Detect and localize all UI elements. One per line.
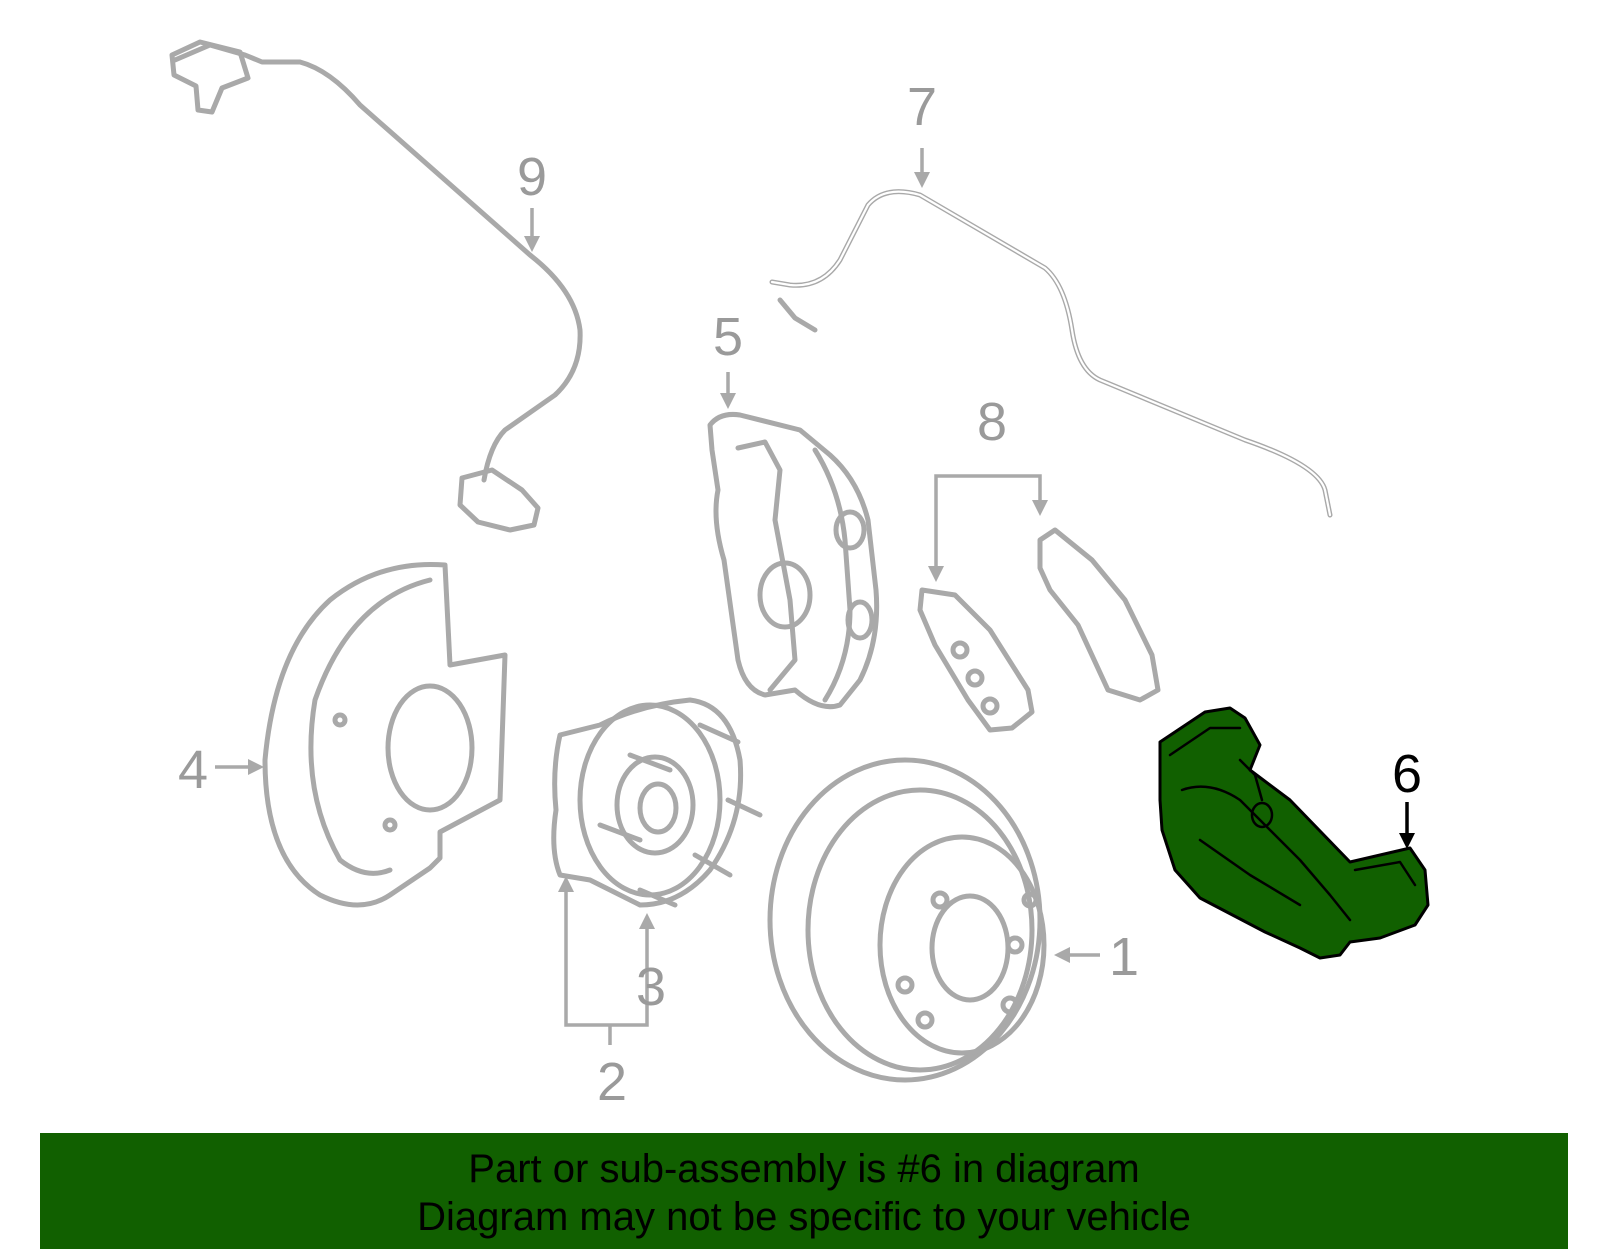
callout-1: 1: [1109, 927, 1139, 987]
part-6-caliper-bracket[interactable]: [1158, 706, 1430, 960]
callout-4: 4: [178, 740, 208, 800]
brake-assembly-diagram: 9 7 5 8 4 6 1 3 2: [169, 39, 1430, 1112]
banner-line-1: Part or sub-assembly is #6 in diagram: [468, 1147, 1140, 1191]
callout-9: 9: [517, 147, 547, 207]
banner-line-2: Diagram may not be specific to your vehi…: [417, 1195, 1191, 1239]
callout-3: 3: [636, 957, 666, 1017]
part-1-rotor[interactable]: [767, 757, 1047, 1083]
callout-8: 8: [977, 392, 1007, 452]
info-banner: Part or sub-assembly is #6 in diagram Di…: [40, 1133, 1568, 1249]
callout-6: 6: [1392, 744, 1422, 804]
part-7-brake-line[interactable]: [769, 189, 1333, 518]
part-8-brake-pads[interactable]: [917, 527, 1161, 733]
callouts: 9 7 5 8 4 6 1 3 2: [178, 77, 1422, 1112]
callout-2: 2: [597, 1052, 627, 1112]
part-9-brake-hose[interactable]: [169, 39, 583, 533]
callout-5: 5: [713, 307, 743, 367]
part-4-splash-shield[interactable]: [262, 561, 508, 908]
leader-lines: [215, 148, 1415, 1045]
part-3-wheel-studs[interactable]: [597, 722, 763, 908]
part-5-caliper[interactable]: [707, 412, 880, 710]
callout-7: 7: [907, 77, 937, 137]
